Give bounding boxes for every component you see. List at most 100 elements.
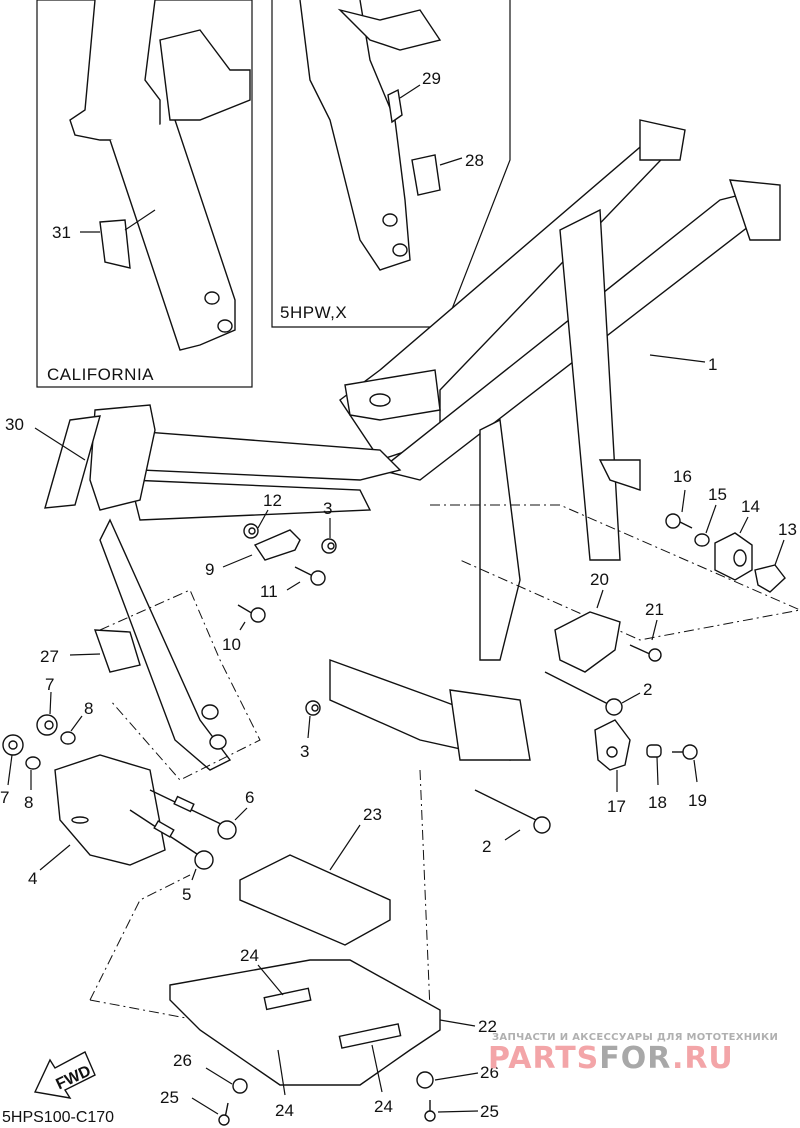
callout-28: 28 [465,151,484,170]
part-12-nut [243,523,259,539]
part-4-engine-bracket [54,754,166,866]
part-10-bolt [237,604,266,623]
callout-26b: 26 [480,1063,499,1082]
watermark-tagline: ЗАПЧАСТИ И АКСЕССУАРЫ ДЛЯ МОТОТЕХНИКИ [492,1032,779,1043]
callout-11: 11 [260,582,278,601]
mount-hole [204,291,220,305]
callout-24a: 24 [240,946,259,965]
part-26-nut-left [232,1078,248,1094]
gusset-detail [337,8,442,51]
callout-4: 4 [28,869,37,888]
inset-5hpw: 29 28 5HPW,X [271,0,511,328]
callout-21: 21 [645,600,664,619]
frame-center-upright [479,418,521,661]
part-30-label-sticker [44,415,101,509]
callout-26a: 26 [173,1051,192,1070]
part-28-cover [411,154,441,196]
watermark-brand-for: FOR [599,1041,672,1076]
callout-29: 29 [422,69,441,88]
part-18-pin [646,744,662,758]
inset-caption-california: CALIFORNIA [47,365,154,384]
callout-3b: 3 [300,742,309,761]
callout-14: 14 [741,497,760,516]
part-3-nut-upper [321,538,337,554]
callout-23: 23 [363,805,382,824]
rear-side-bracket [728,179,781,241]
callout-5: 5 [182,885,191,904]
part-7-nut-upper [36,714,58,736]
part-20-plate [554,611,621,673]
callout-12: 12 [263,491,282,510]
part-2-bolt-upper [544,671,623,716]
part-8-washer-upper [60,731,76,745]
mount-hole [217,319,233,333]
callout-27: 27 [40,647,59,666]
part-21-screw [629,644,662,662]
callout-13: 13 [778,520,797,539]
part-15-washer [694,533,710,547]
part-26-nut-right [416,1071,434,1089]
part-25-bolt-right [424,1100,436,1122]
callout-6: 6 [245,788,254,807]
callout-9: 9 [205,560,214,579]
part-5-bolt [129,809,214,870]
callout-1: 1 [708,355,717,374]
callout-25a: 25 [160,1088,179,1107]
watermark-brand[interactable]: PARTSFOR.RU [488,1044,734,1074]
part-17-bushing [594,719,631,771]
steering-head [89,404,156,511]
callout-24c: 24 [374,1097,393,1116]
part-24-pad-lower [338,1023,402,1049]
callout-7a: 7 [0,788,9,807]
watermark-brand-ru: .RU [671,1041,734,1076]
part-22-skid-plate [169,959,441,1086]
rear-top-bracket [639,119,686,161]
fwd-arrow-icon: FWD [33,1051,96,1099]
diagram-code: 5HPS100-C170 [2,1109,114,1126]
callout-17: 17 [607,797,626,816]
front-downtube [99,518,232,771]
rear-tab [598,459,641,491]
part-13-collar [754,564,786,593]
callout-8b: 8 [84,699,93,718]
part-27-guard [93,629,141,673]
downtube-detail [299,0,411,271]
downtube-detail [109,119,236,351]
callout-31: 31 [52,223,71,242]
frame-cross-bracket [344,369,441,421]
inset-caption-5hpw: 5HPW,X [280,303,347,322]
part-6-bolt [149,789,237,840]
watermark-brand-parts: PARTS [488,1041,600,1076]
steering-head-detail [69,0,161,141]
callout-19: 19 [688,791,707,810]
callout-7b: 7 [45,675,54,694]
frame-lower-tube [129,479,372,521]
part-23-pad [239,854,391,946]
part-19-bolt [672,744,698,760]
part-7-nut-left [2,734,24,756]
part-8-washer-left [25,756,41,770]
inset-frame [36,0,253,388]
callout-2a: 2 [643,680,652,699]
callout-3a: 3 [323,499,332,518]
callout-30: 30 [5,415,24,434]
main-frame [89,119,781,771]
callout-22: 22 [478,1017,497,1036]
part-9-bracket [253,529,301,561]
rear-pivot-bracket [449,689,531,761]
callout-8a: 8 [24,793,33,812]
callout-24b: 24 [275,1101,294,1120]
part-11-bolt [294,566,326,586]
part-3-nut-lower [305,700,321,716]
part-25-bolt-left [218,1102,230,1126]
part-29-cover [387,88,403,124]
part-24-pad-upper [263,987,312,1011]
part-31-label-sticker [99,219,131,269]
callout-25b: 25 [480,1102,499,1121]
callout-10: 10 [222,635,241,654]
inset-california: 31 CALIFORNIA [36,0,253,388]
callout-2b: 2 [482,837,491,856]
gusset-detail [159,29,251,121]
callout-16: 16 [673,467,692,486]
part-2-bolt-lower [474,789,551,834]
